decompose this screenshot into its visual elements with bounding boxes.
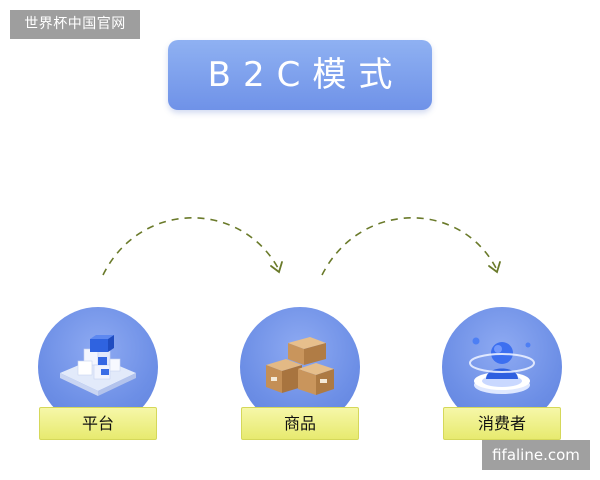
node-consumer-label: 消费者	[443, 407, 561, 440]
consumer-avatar-icon	[469, 337, 535, 394]
platform-cubes-icon	[60, 335, 136, 396]
node-goods-label: 商品	[241, 407, 359, 440]
arrow-platform-to-goods	[102, 217, 279, 276]
node-platform-label: 平台	[39, 407, 157, 440]
arrow-goods-to-consumer	[321, 217, 497, 276]
arrowhead-2	[488, 261, 501, 274]
diagram-title: B2C模式	[168, 40, 432, 110]
arrowhead-1	[270, 261, 283, 274]
watermark-top: 世界杯中国官网	[10, 10, 140, 39]
watermark-bottom: fifaline.com	[482, 440, 590, 470]
cardboard-boxes-icon	[266, 337, 334, 395]
